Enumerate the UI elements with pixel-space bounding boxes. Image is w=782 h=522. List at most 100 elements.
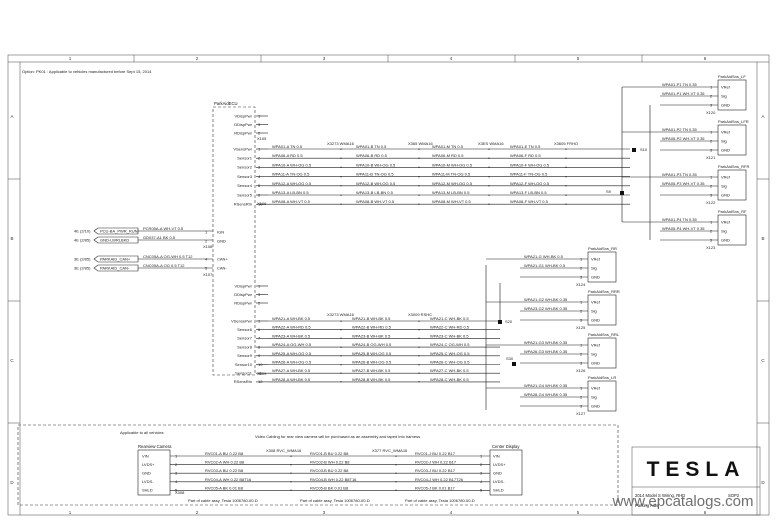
connector-pin-mark: »: [290, 479, 293, 484]
sensor-pin-label: GND: [591, 274, 600, 279]
connector-pin-mark: »: [340, 156, 343, 161]
rear-sensor-box: [587, 380, 617, 412]
connector-pin-mark: »: [290, 453, 293, 458]
front-wire-label: WPA13-B LB-BN 0.5: [356, 190, 394, 195]
rear-wire-label: WPA25-C WH-OG 0.5: [430, 351, 470, 356]
camera-wire-label: RVC05-J BK 0.01 B17: [415, 485, 456, 490]
sensor-wire-label: WPA28-G4 WH-BK 0.35: [524, 392, 568, 397]
ecu-pin-label: Sensor4: [237, 183, 253, 188]
splice-label: S30: [506, 356, 514, 361]
row-label: D: [761, 480, 765, 485]
rear-wire-label: WPA24-B OG-WH 0.5: [352, 342, 392, 347]
connector-pin-mark: »: [418, 183, 421, 188]
sensor-pin-label: VRef: [591, 385, 601, 390]
connector-label: X377 RVC_WMA16: [372, 448, 408, 453]
sensor-wire-label: WPA01-P3 TN 0.35: [662, 172, 698, 177]
sensor-wire-label: WPA01-P4 TN 0.35: [662, 217, 698, 222]
ecu-pin-label: DDispPwr: [234, 292, 252, 297]
rear-wire-label: WPA23-B WH-BK 0.5: [352, 333, 391, 338]
camera-pin-label: GND: [142, 471, 151, 476]
sensor-connector: X123: [706, 245, 716, 250]
front-wire-label: WPA11-B TN-OG 0.5: [356, 172, 394, 177]
camera-pin-label: VIN: [142, 453, 149, 458]
rear-wire-label: WPA21-A WH-BK 0.5: [272, 316, 311, 321]
splice-dot: [512, 362, 516, 366]
connector-pin-mark: »: [340, 202, 343, 207]
rear-camera-section: [17, 424, 619, 506]
rear-wire-label: WPA25-B WH-OG 0.5: [352, 351, 392, 356]
ecu-pin-label: Sensor10: [235, 362, 253, 367]
ecu-pin-label: CAN-: [217, 265, 227, 270]
connector-label: X3009 RSHC: [408, 312, 432, 317]
sensor-pin-label: Sig: [591, 265, 597, 270]
input-ref: 3E (2/85): [74, 256, 91, 261]
display-pin-label: LVDS-: [493, 479, 505, 484]
front-wire-label: WPA13-A LB-BN 0.5: [272, 190, 309, 195]
title-block: [631, 446, 761, 516]
rear-wire-label: WPA28-C WH-BK 0.5: [430, 377, 469, 382]
front-wire-label: WPA08-B WH-VT 0.5: [356, 199, 395, 204]
front-wire-label: WPA06-A RD 0.5: [272, 153, 303, 158]
connector-pin-mark: »: [418, 174, 421, 179]
sensor-connector: X124: [576, 282, 586, 287]
camera-wire-label: RVC01-B BU 0.22 B8: [310, 451, 349, 456]
front-wire-label: WPA12-A WH-OG 0.5: [272, 181, 312, 186]
front-sensor-box: [717, 214, 747, 246]
front-wire-label: WPA06-B RD 0.5: [356, 153, 388, 158]
input-wire-label: GD037-A1 BK 0.5: [143, 235, 176, 240]
connector-pin-mark: »: [488, 146, 491, 151]
column-label: 4: [450, 56, 453, 61]
ecu-pin-label: GND: [217, 238, 226, 243]
rear-camera-title: Rearview Camera: [138, 444, 172, 449]
sensor-wire-label: WPA01-P2 TN 0.35: [662, 127, 698, 132]
connector-pin-mark: »: [565, 183, 568, 188]
connector-label: X365 WMA16: [408, 141, 433, 146]
display-pin-label: GND: [493, 471, 502, 476]
connector-pin-mark: »: [418, 146, 421, 151]
sensor-pin-label: VRef: [721, 129, 731, 134]
sheet-id: SOP2: [728, 493, 740, 498]
column-label: 1: [69, 510, 72, 515]
camera-pin-label: SHLD: [142, 488, 153, 493]
connector-label: X3ES WMA16: [478, 141, 504, 146]
sensor-wire-label: WPA23-G2 WH-BK 0.35: [524, 306, 568, 311]
connector-pin-mark: »: [418, 165, 421, 170]
front-wire-label: WPA01-A TN 0.5: [272, 144, 303, 149]
connector-pin-mark: »: [565, 146, 568, 151]
front-wire-label: WPA06-M RD 0.5: [432, 153, 464, 158]
column-label: 6: [704, 510, 707, 515]
connector-pin-mark: »: [340, 353, 343, 358]
connector-pin-mark: »: [290, 462, 293, 467]
sensor-wire-label: WPA01-P1 WH-VT 0.35: [662, 91, 705, 96]
display-pin-label: VIN: [493, 453, 500, 458]
sensor-pin-label: GND: [721, 237, 730, 242]
splice-label: S20: [505, 319, 513, 324]
front-wire-label: WPA08-M WH-VT 0.5: [432, 199, 472, 204]
sensor-connector: X121: [706, 155, 716, 160]
front-wire-label: WPA11-M TN-OG 0.5: [432, 172, 471, 177]
row-label: C: [761, 358, 765, 363]
camera-wire-label: RVC05-B BK 0.01 B8: [310, 485, 349, 490]
input-label: PARKAID_CAN+: [100, 256, 131, 261]
front-wire-label: WPA08-A WH-VT 0.5: [272, 199, 311, 204]
sensor-connector: X127: [576, 411, 586, 416]
front-wire-label: WPA12-M WH-OG 0.5: [432, 181, 473, 186]
sensor-pin-label: Sig: [591, 308, 597, 313]
camera-wire-label: RVC03-B BU 0.22 B8: [310, 468, 349, 473]
sensor-pin-label: VRef: [591, 299, 601, 304]
rear-wire-label: WPA24-A OG-WH 0.5: [272, 342, 312, 347]
camera-wire-label: RVC03-J BU 0.22 B17: [415, 468, 456, 473]
row-label: D: [10, 480, 14, 485]
connector-pin-mark: »: [340, 362, 343, 367]
tesla-logo: TESLA: [647, 458, 746, 481]
sensor-pin-label: VRef: [721, 84, 731, 89]
front-sensor-box: [717, 79, 747, 111]
front-wire-label: WPA12-B WH-OG 0.5: [356, 181, 396, 186]
column-label: 6: [704, 56, 707, 61]
sensor-connector: X125: [576, 325, 586, 330]
ecu-pin-label: Sensor5: [237, 192, 253, 197]
rear-wire-label: WPA24-C OG-WH 0.5: [430, 342, 470, 347]
